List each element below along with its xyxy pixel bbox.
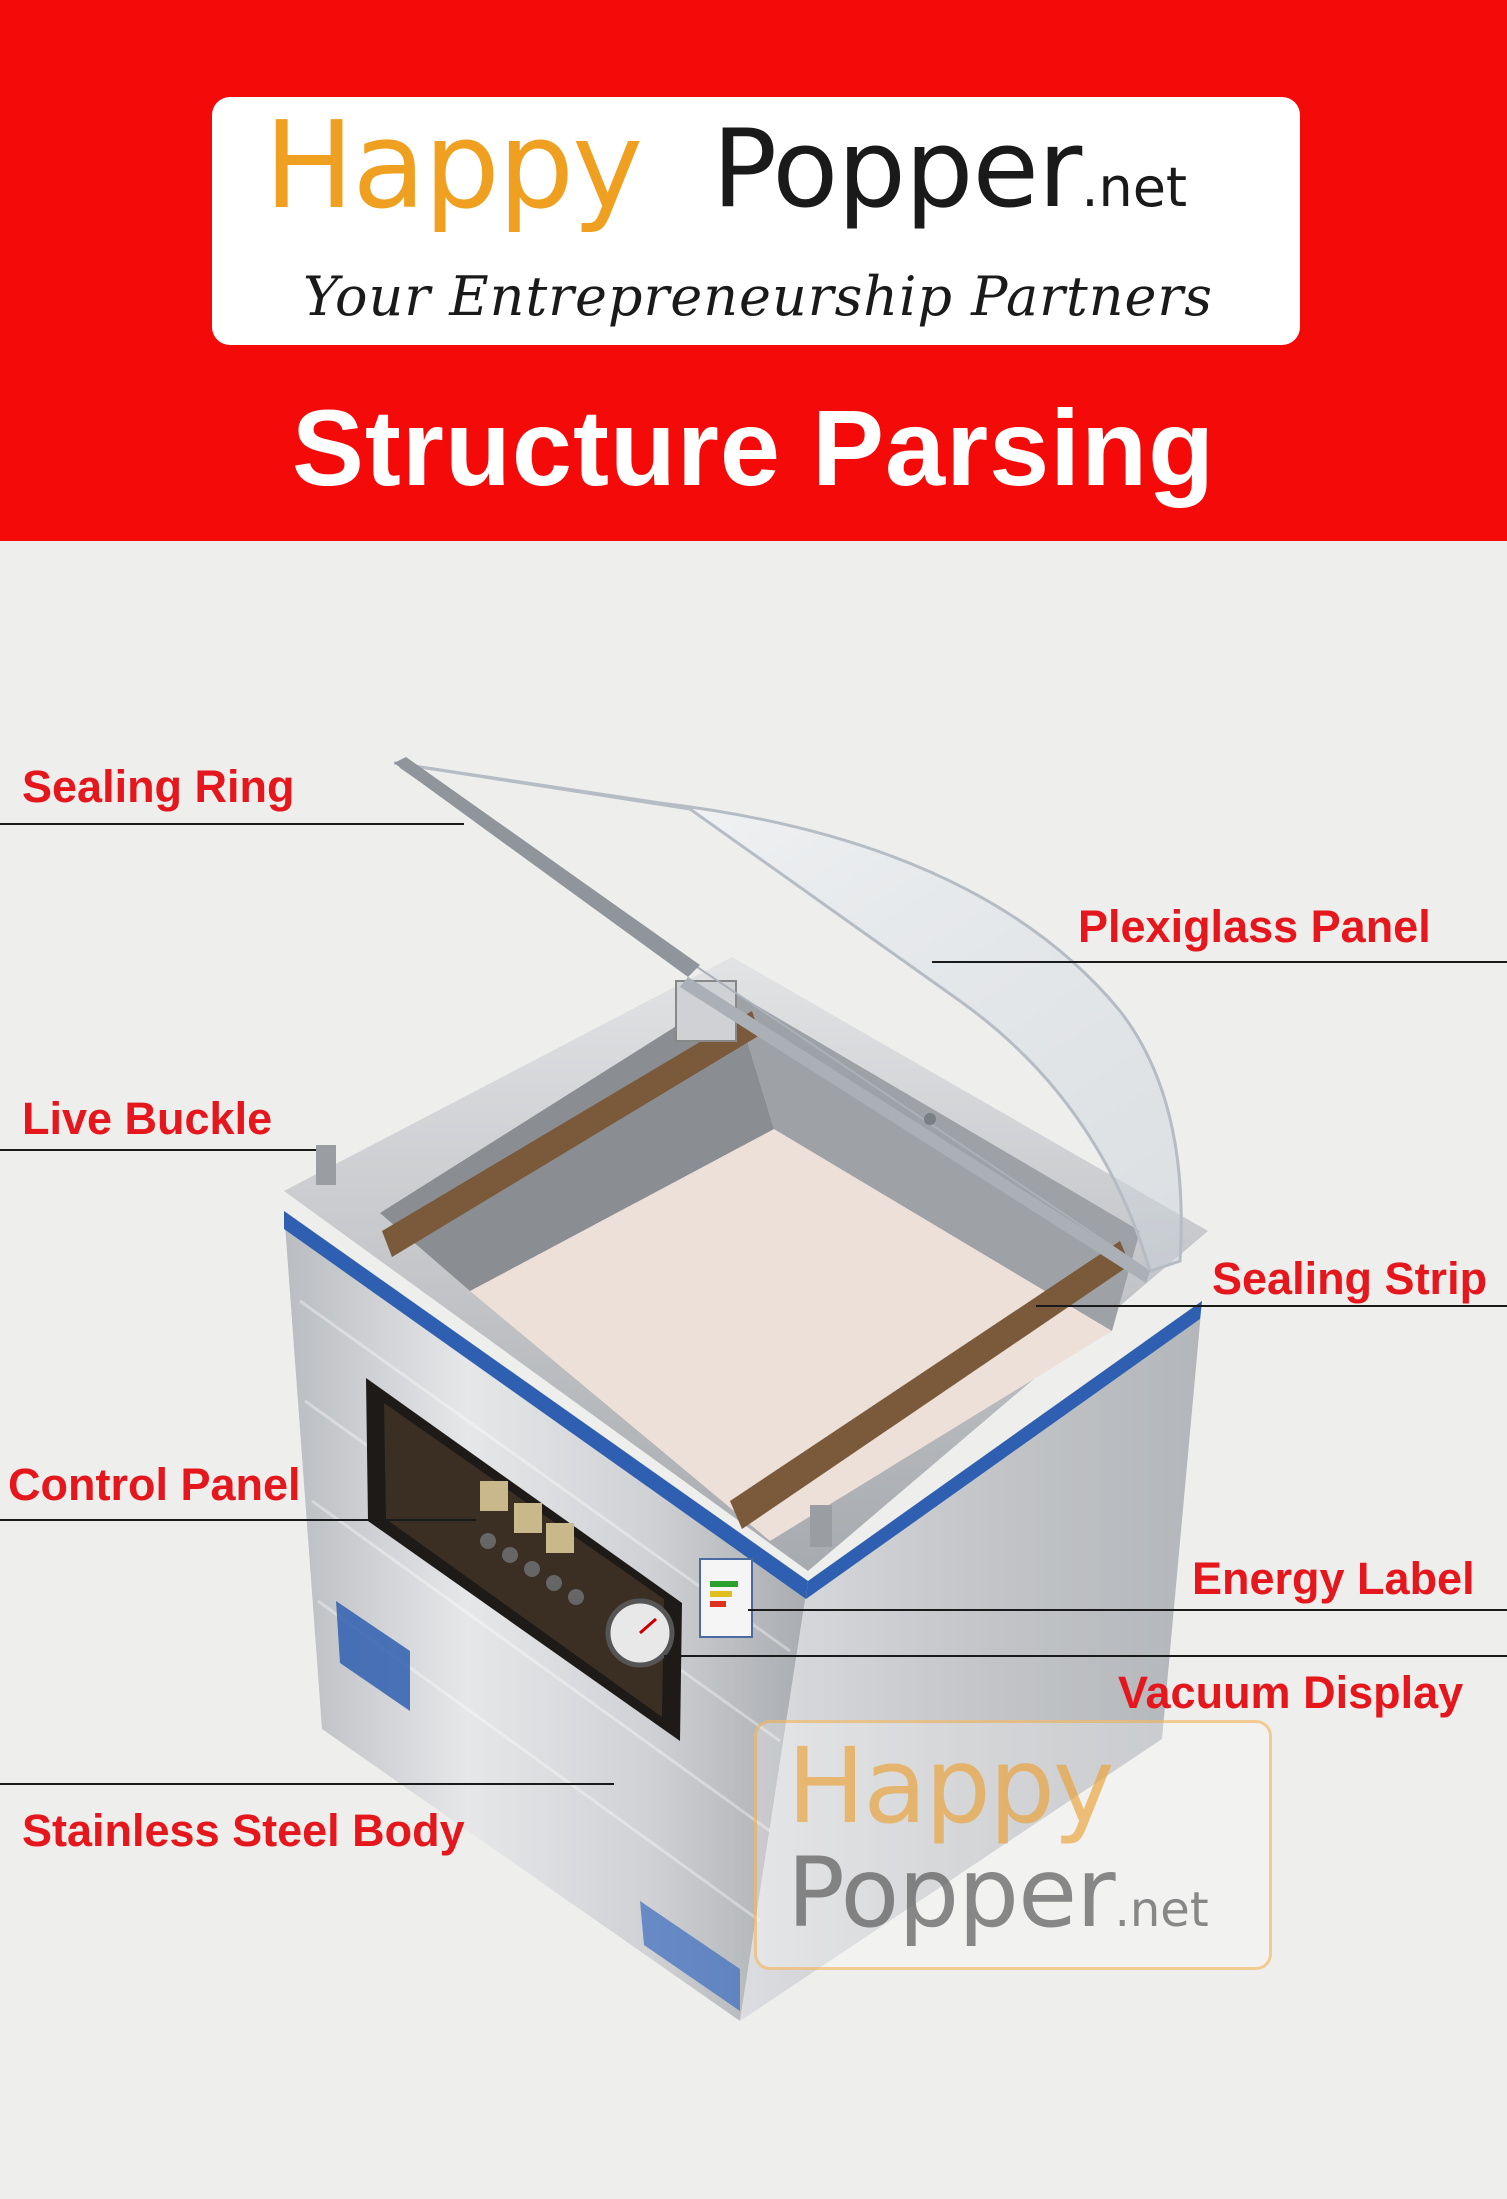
callout-control-panel: Control Panel: [8, 1459, 301, 1510]
energy-label: [699, 1558, 753, 1638]
header-banner: Happy Popper.net Your Entrepreneurship P…: [0, 0, 1507, 541]
logo-popper-word: Popper: [712, 107, 1082, 232]
blue-trim-side: [806, 1301, 1202, 1599]
watermark-popper: Popper.net: [787, 1840, 1209, 1947]
leader-vacuum-display: [664, 1655, 1507, 1657]
blue-trim-front: [284, 1211, 808, 1599]
brand-tagline: Your Entrepreneurship Partners: [303, 265, 1213, 328]
leader-plexiglass-panel: [932, 961, 1507, 963]
page-title: Structure Parsing: [291, 387, 1216, 508]
callout-vacuum-display: Vacuum Display: [1118, 1667, 1464, 1718]
callout-live-buckle: Live Buckle: [22, 1093, 273, 1144]
vacuum-sealer-illustration: [284, 757, 1208, 2021]
watermark-logo: Happy Popper.net: [754, 1720, 1272, 1970]
callout-sealing-strip: Sealing Strip: [1212, 1253, 1488, 1304]
sealing-bar-left: [382, 1011, 760, 1257]
watermark-net: .net: [1114, 1882, 1209, 1938]
sealing-bar-right: [730, 1241, 1130, 1529]
side-panel: [740, 1301, 1202, 2021]
callout-stainless-steel-body: Stainless Steel Body: [22, 1805, 465, 1856]
leader-sealing-ring: [0, 823, 464, 825]
leader-control-panel: [0, 1519, 476, 1521]
leader-stainless-steel-body: [0, 1783, 614, 1785]
watermark-popper-word: Popper: [787, 1837, 1116, 1949]
logo-popper-text: Popper.net: [712, 110, 1188, 230]
watermark-happy: Happy: [787, 1725, 1115, 1847]
leader-sealing-strip: [1036, 1305, 1507, 1307]
lid-sealing-ring: [394, 757, 700, 977]
logo-net-suffix: .net: [1081, 156, 1188, 219]
brand-logo: Happy Popper.net Your Entrepreneurship P…: [212, 97, 1300, 345]
leader-live-buckle: [0, 1149, 316, 1151]
chamber-floor: [470, 1129, 1112, 1541]
leader-energy-label: [748, 1609, 1507, 1611]
callout-sealing-ring: Sealing Ring: [22, 761, 295, 812]
callout-energy-label: Energy Label: [1192, 1553, 1475, 1604]
plexiglass-lid: [393, 761, 1183, 1273]
callout-plexiglass-panel: Plexiglass Panel: [1078, 901, 1431, 952]
product-stage: Sealing Ring Plexiglass Panel Live Buckl…: [0, 541, 1507, 2199]
logo-happy-text: Happy: [264, 97, 643, 236]
